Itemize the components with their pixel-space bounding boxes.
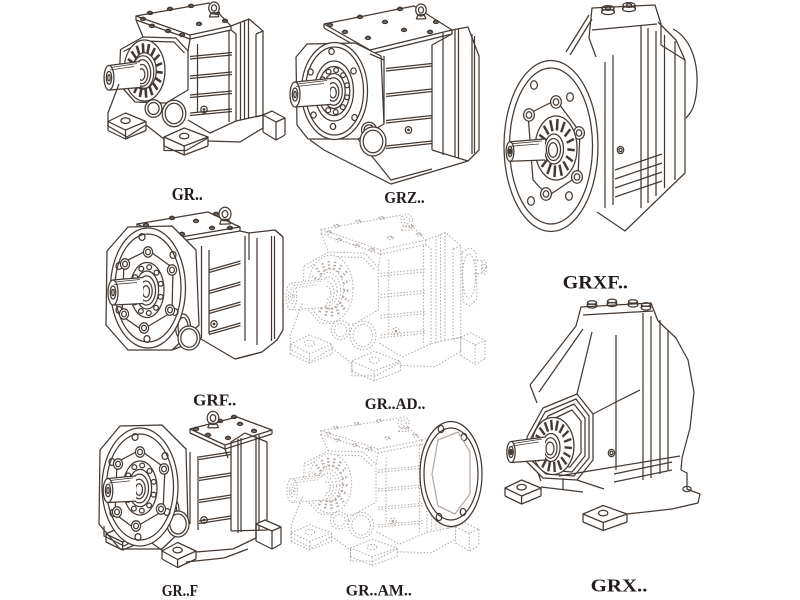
svg-text:GR..AM..: GR..AM.. — [346, 583, 412, 600]
svg-text:GRZ..: GRZ.. — [384, 188, 425, 207]
svg-text:GR..: GR.. — [172, 184, 203, 204]
svg-text:GRXF..: GRXF.. — [563, 274, 628, 294]
svg-text:GR..AD..: GR..AD.. — [365, 396, 426, 413]
svg-text:GRX..: GRX.. — [591, 576, 648, 596]
svg-text:GR..F: GR..F — [162, 581, 198, 600]
svg-text:GRF..: GRF.. — [193, 391, 236, 410]
